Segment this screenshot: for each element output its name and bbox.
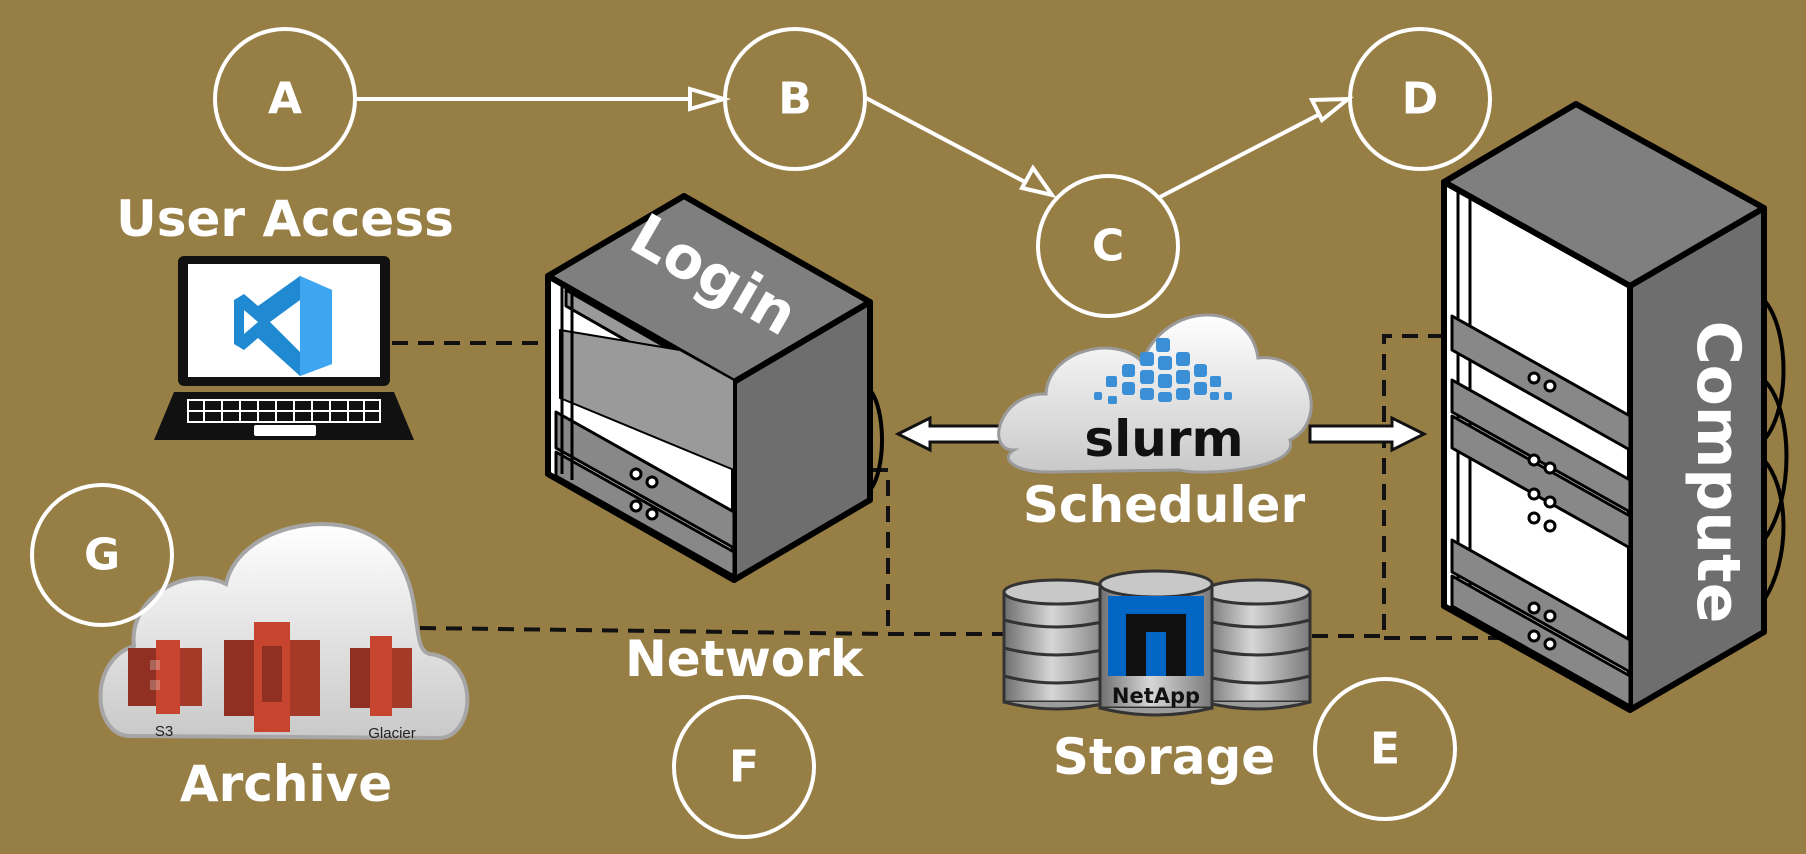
compute-label: Compute bbox=[1683, 321, 1753, 624]
arrow-a-to-b-head bbox=[688, 86, 732, 112]
link-storage-compute bbox=[1312, 334, 1444, 638]
link-archive-storage bbox=[419, 626, 1010, 636]
step-e: E bbox=[1313, 677, 1457, 821]
step-c-letter: C bbox=[1092, 221, 1124, 272]
aws-s3-icon: S3 bbox=[128, 640, 202, 740]
netapp-storage-icon: NetApp bbox=[1002, 569, 1312, 717]
arrow-b-to-c bbox=[865, 96, 1026, 184]
slurm-logo-text: slurm bbox=[1084, 410, 1243, 468]
vscode-logo bbox=[234, 276, 332, 376]
step-f: F bbox=[672, 695, 816, 839]
step-flow-arrows bbox=[356, 86, 1354, 199]
slurm-cloud-logo: slurm bbox=[997, 313, 1313, 474]
glacier-label: Glacier bbox=[368, 725, 416, 742]
link-login-network bbox=[872, 468, 890, 634]
step-b-letter: B bbox=[778, 74, 812, 125]
s3-label: S3 bbox=[155, 723, 173, 740]
arrow-c-to-d-head bbox=[1308, 96, 1354, 124]
step-e-letter: E bbox=[1370, 724, 1400, 775]
user-access-label: User Access bbox=[116, 190, 454, 248]
step-c: C bbox=[1036, 174, 1180, 318]
disk-stack-left bbox=[1002, 578, 1112, 711]
network-label: Network bbox=[625, 630, 865, 688]
step-g-letter: G bbox=[84, 530, 120, 581]
arrow-c-to-d bbox=[1159, 112, 1321, 199]
disk-stack-right bbox=[1202, 578, 1312, 711]
step-circles: A B C D E F G bbox=[30, 27, 1492, 839]
step-d: D bbox=[1348, 27, 1492, 171]
scheduler-label: Scheduler bbox=[1023, 476, 1306, 534]
login-server-rack bbox=[545, 193, 884, 583]
aws-glacier-icon bbox=[224, 622, 320, 732]
aws-archive-cloud-icon: S3 Glacier bbox=[98, 522, 470, 742]
aws-archive-icon: Glacier bbox=[350, 636, 416, 742]
step-b: B bbox=[723, 27, 867, 171]
step-d-letter: D bbox=[1402, 74, 1439, 125]
compute-server-rack bbox=[1441, 101, 1789, 713]
archive-label: Archive bbox=[180, 755, 392, 813]
step-f-letter: F bbox=[729, 742, 759, 793]
laptop-icon bbox=[154, 256, 414, 440]
storage-label: Storage bbox=[1053, 728, 1275, 786]
netapp-logo-text: NetApp bbox=[1112, 684, 1200, 708]
slurm-logo-dots bbox=[1094, 338, 1232, 404]
netapp-logo: NetApp bbox=[1108, 596, 1204, 708]
step-g: G bbox=[30, 483, 174, 627]
arrow-b-to-c-head bbox=[1018, 164, 1057, 199]
step-a: A bbox=[213, 27, 357, 171]
step-a-letter: A bbox=[268, 74, 302, 125]
